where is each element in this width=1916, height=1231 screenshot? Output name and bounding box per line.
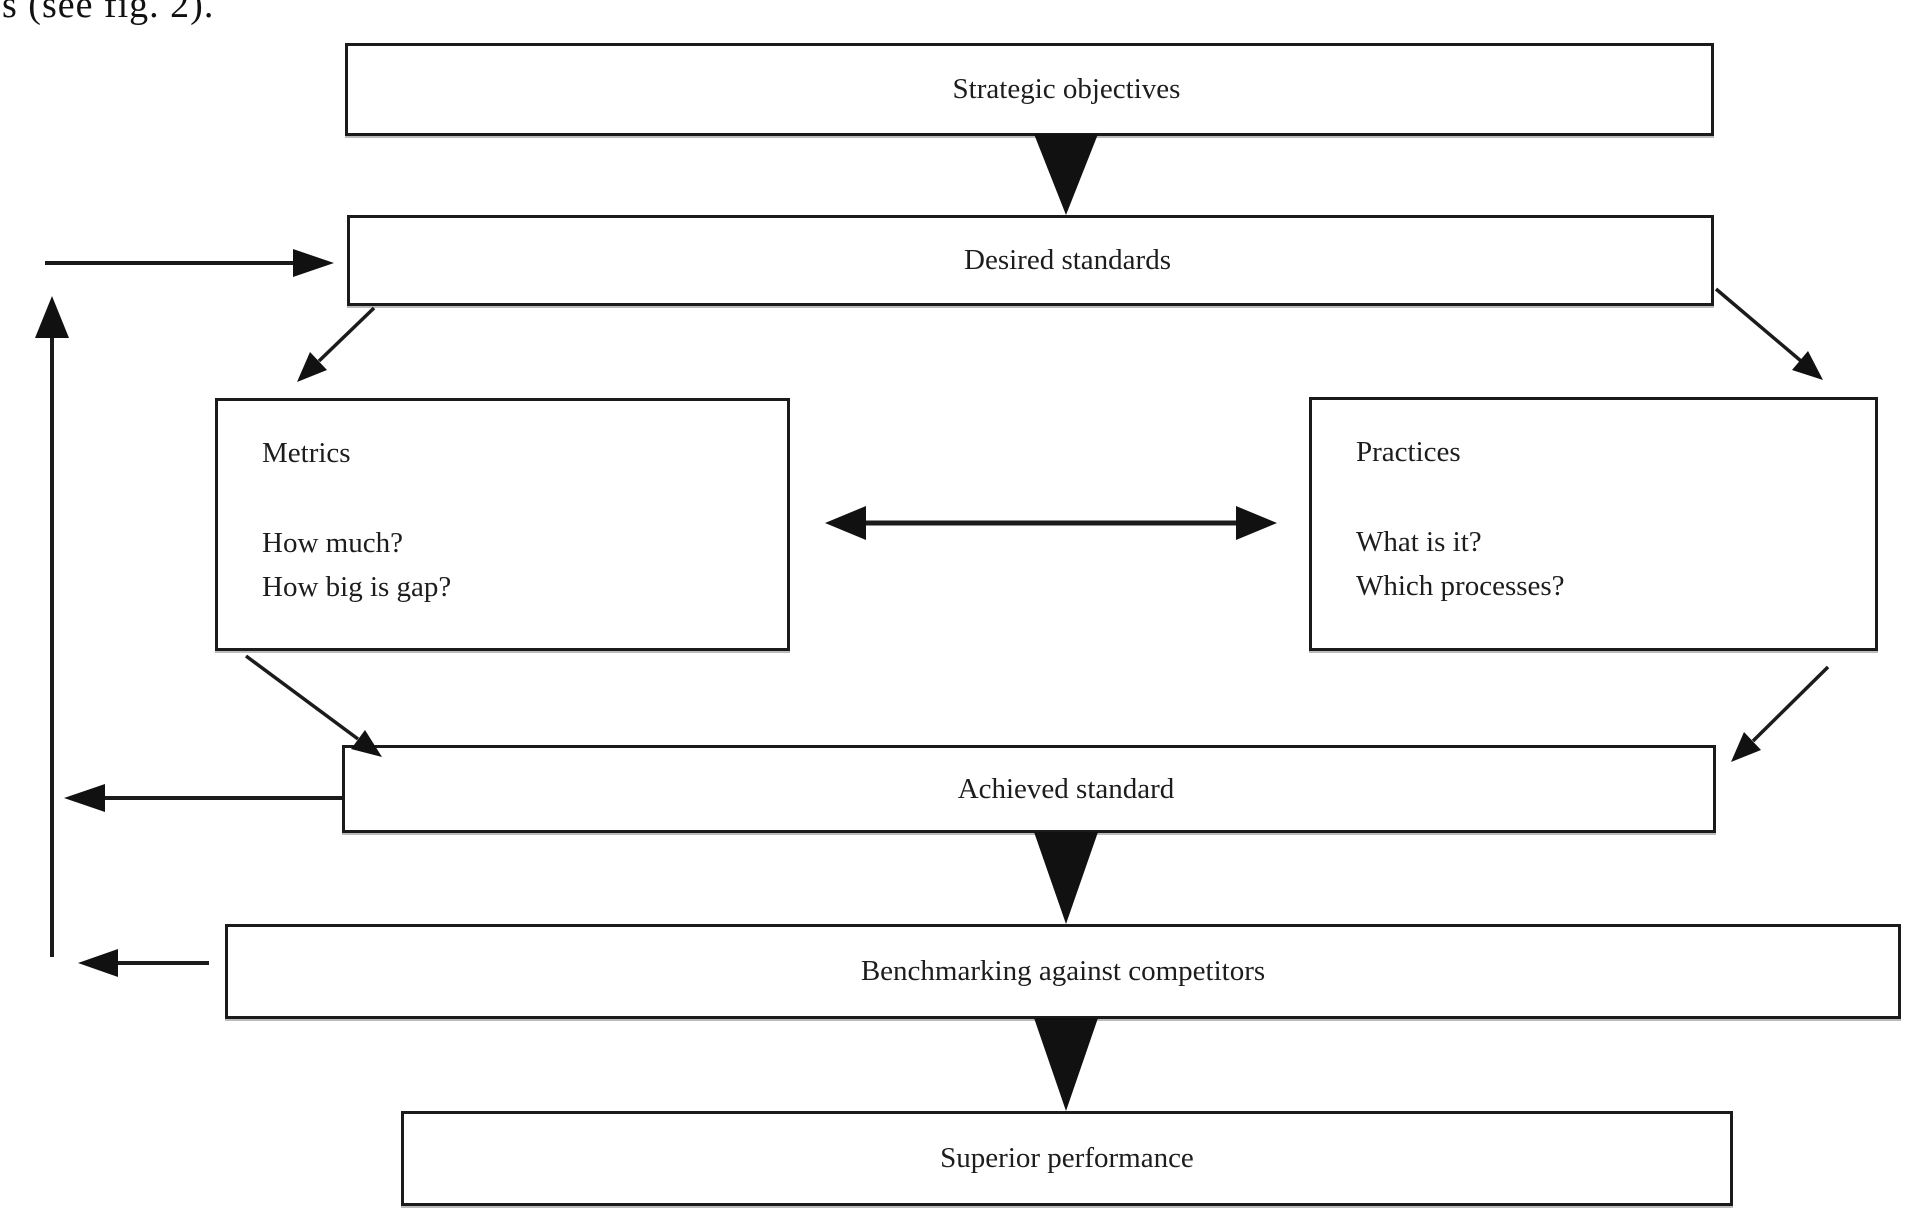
node-achieved-standard: Achieved standard: [342, 745, 1716, 833]
arrow-practices-to-achieved: [1731, 665, 1830, 762]
arrowhead-right-icon: [293, 249, 334, 277]
wedge-arrow-strategic-to-desired-icon: [1034, 134, 1098, 215]
feedback-vertical-line: [35, 296, 69, 957]
page-text-fragment: s (see fig. 2).: [2, 0, 215, 26]
wedge-arrow-achieved-to-benchmarking-icon: [1034, 832, 1098, 924]
question-line: What is it?: [1356, 526, 1482, 558]
node-label: Desired standards: [964, 244, 1171, 276]
arrowhead-up-icon: [35, 296, 69, 338]
node-title: Practices: [1356, 436, 1461, 468]
node-desired-standards: Desired standards: [347, 215, 1714, 306]
arrowhead-down-left-icon: [1731, 732, 1761, 762]
node-label: Achieved standard: [957, 772, 1175, 805]
node-label: Benchmarking against competitors: [860, 955, 1266, 987]
arrowhead-down-right-icon: [1792, 351, 1823, 380]
arrow-metrics-to-achieved: [244, 654, 382, 757]
node-superior-performance: Superior performance: [401, 1111, 1733, 1206]
arrowhead-right-icon: [1236, 506, 1277, 540]
question-line: How much?: [262, 527, 403, 559]
arrow-desired-to-practices: [1714, 287, 1823, 380]
double-arrow-metrics-practices: [825, 506, 1277, 540]
node-metrics: Metrics How much? How big is gap?: [215, 398, 790, 651]
node-question-lines: How much? How big is gap?: [262, 521, 451, 609]
node-practices: Practices What is it? Which processes?: [1309, 397, 1878, 651]
question-line: How big is gap?: [262, 571, 452, 603]
feedback-arrow-into-desired-standards: [45, 249, 334, 277]
node-benchmarking-against-competitors: Benchmarking against competitors: [225, 924, 1901, 1019]
node-label: Strategic objectives: [952, 73, 1181, 105]
wedge-arrow-benchmarking-to-superior-icon: [1034, 1018, 1098, 1111]
node-question-lines: What is it? Which processes?: [1356, 520, 1565, 608]
node-label: Superior performance: [940, 1142, 1194, 1174]
question-line: Which processes?: [1356, 570, 1565, 602]
arrow-achieved-to-feedback-line: [64, 784, 342, 812]
arrowhead-left-icon: [78, 949, 118, 977]
arrow-benchmarking-to-feedback-line: [78, 949, 209, 977]
arrowhead-left-icon: [64, 784, 105, 812]
node-title: Metrics: [262, 437, 351, 469]
arrowhead-down-left-icon: [297, 352, 327, 382]
arrowhead-left-icon: [825, 506, 866, 540]
node-strategic-objectives: Strategic objectives: [345, 43, 1714, 136]
arrow-desired-to-metrics: [297, 306, 376, 382]
